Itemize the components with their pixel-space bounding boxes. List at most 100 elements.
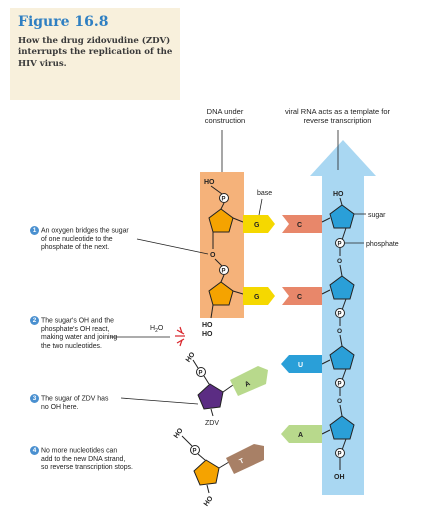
zdv-sugar xyxy=(197,383,224,410)
blocked-bond xyxy=(181,435,193,447)
rna-bond xyxy=(339,264,343,277)
step-3-leader xyxy=(120,397,199,405)
step-2-line-1: The sugar's OH and the xyxy=(41,317,114,325)
dna-bond xyxy=(220,202,225,210)
blocked-bond xyxy=(206,484,210,494)
rna-bond xyxy=(321,429,331,435)
rna-base-a xyxy=(281,425,322,443)
dna-3prime-ho: HO xyxy=(202,322,213,329)
step-1-line-3: phosphate of the next. xyxy=(41,244,110,252)
step-1-line-1: An oxygen bridges the sugar xyxy=(41,227,129,235)
blocked-base-t-label: T xyxy=(238,457,245,465)
step-3-line-1: The sugar of ZDV has xyxy=(41,395,109,403)
zdv-phosphate-p: P xyxy=(199,371,203,377)
sugar-label: sugar xyxy=(368,212,386,219)
zdv-bond xyxy=(192,359,199,369)
rna-phosphate-4-p: P xyxy=(338,452,342,458)
rna-base-c-2-label: C xyxy=(297,294,302,301)
rna-template-arrow xyxy=(310,140,376,495)
rna-phosphate-1 xyxy=(335,238,345,248)
reaction-spark xyxy=(175,326,185,347)
dna-base-g-1 xyxy=(243,215,275,233)
step-4-line-2: add to the new DNA strand, xyxy=(41,455,126,463)
step-4-line-3: so reverse transcription stops. xyxy=(41,464,133,472)
zdv-3prime-ho: HO xyxy=(202,331,213,338)
rna-bond xyxy=(339,404,343,417)
rna-phosphate-3 xyxy=(335,378,345,388)
rna-oxygen-1: O xyxy=(337,258,342,265)
rna-base-u xyxy=(281,355,322,373)
blocked-sugar xyxy=(193,459,220,486)
blocked-phosphate-p: P xyxy=(193,449,197,455)
step-1-number: 1 xyxy=(30,226,39,235)
dna-base-g-2 xyxy=(243,287,275,305)
rna-bond xyxy=(341,298,347,311)
dna-5prime-ho: HO xyxy=(204,179,215,186)
rna-5prime-ho: HO xyxy=(333,191,344,198)
dna-phosphate-1-p: P xyxy=(222,197,226,203)
rna-base-a-label: A xyxy=(298,432,303,439)
rna-sugar-4 xyxy=(329,415,355,440)
caption-box xyxy=(10,8,180,100)
rna-bond xyxy=(321,359,331,365)
rna-base-u-label: U xyxy=(298,362,303,369)
step-4-line-1: No more nucleotides can xyxy=(41,447,118,455)
dna-bond xyxy=(232,290,244,295)
rna-bond xyxy=(339,197,343,206)
base-leader xyxy=(258,198,263,216)
zdv-bond xyxy=(210,408,214,417)
rna-phosphate-2-p: P xyxy=(338,312,342,318)
rna-base-c-2 xyxy=(282,287,322,305)
rna-sugar-3 xyxy=(329,345,355,370)
phosphate-label: phosphate xyxy=(366,241,399,248)
rna-phosphate-4 xyxy=(335,448,345,458)
rna-bond xyxy=(341,227,347,241)
rna-bond xyxy=(341,438,347,451)
rna-phosphate-1-p: P xyxy=(338,242,342,248)
zdv-base-a-label: A xyxy=(244,380,252,388)
rna-base-c-1-label: C xyxy=(297,222,302,229)
dna-sugar-1 xyxy=(208,208,234,233)
rna-oxygen-3: O xyxy=(337,398,342,405)
figure-title: Figure 16.8 xyxy=(18,14,109,30)
rna-bond xyxy=(321,289,331,295)
dna-phosphate-2-p: P xyxy=(222,269,226,275)
rna-bond xyxy=(341,368,347,381)
blocked-bond xyxy=(218,461,230,469)
dna-bond xyxy=(214,258,223,267)
dna-under-construction-label: DNA under construction xyxy=(204,107,246,125)
dna-bond xyxy=(210,304,214,319)
step-4-number: 4 xyxy=(30,446,39,455)
rna-sugar-1 xyxy=(329,204,355,229)
dna-sugar-2 xyxy=(208,281,234,306)
dna-bridge-oxygen: O xyxy=(210,252,216,259)
rna-phosphate-2 xyxy=(335,308,345,318)
dna-phosphate-2 xyxy=(219,265,229,275)
rna-phosphate-3-p: P xyxy=(338,382,342,388)
step-2-number: 2 xyxy=(30,316,39,325)
dna-base-g-1-label: G xyxy=(254,222,260,229)
dna-bond xyxy=(232,217,244,223)
rna-sugar-2 xyxy=(329,275,355,300)
base-label: base xyxy=(257,190,272,197)
figure-caption: How the drug zidovudine (ZDV) interrupts… xyxy=(18,36,173,69)
step-3-line-2: no OH here. xyxy=(41,403,79,411)
viral-rna-template-label: viral RNA acts as a template for reverse… xyxy=(284,107,391,125)
step-1-leader xyxy=(136,238,209,255)
step-2-line-3: making water and joining xyxy=(41,334,118,342)
step-1-line-2: of one nucleotide to the xyxy=(41,235,113,243)
blocked-bond xyxy=(197,453,206,461)
rna-oxygen-2: O xyxy=(337,328,342,335)
blocked-ho-bottom: HO xyxy=(203,495,215,508)
dna-base-g-2-label: G xyxy=(254,294,260,301)
blocked-base-t xyxy=(226,444,264,474)
dna-bond xyxy=(210,185,223,195)
step-3-number: 3 xyxy=(30,394,39,403)
dna-bond xyxy=(220,274,225,283)
rna-bond xyxy=(321,217,331,223)
